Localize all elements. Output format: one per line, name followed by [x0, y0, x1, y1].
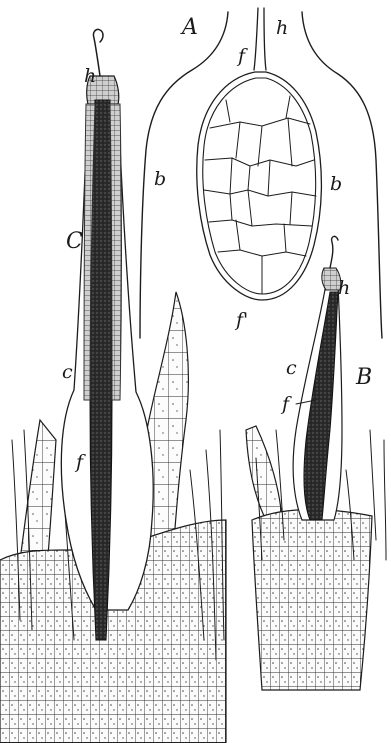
- label-calyptra-c-b: c: [286, 357, 297, 379]
- egg-cell-outer: [197, 72, 322, 300]
- label-calyptra-c: c: [62, 361, 73, 383]
- panel-c-sporophyte: C h c f: [0, 29, 226, 743]
- label-neck-h-a: h: [276, 17, 288, 39]
- panel-b-sporophyte: B h c f: [246, 236, 386, 690]
- label-wall-b-right: b: [330, 173, 342, 195]
- label-neck-h-b: h: [338, 277, 350, 299]
- label-panel-b: B: [355, 365, 372, 390]
- neck-tip-b: [330, 236, 338, 268]
- stem-tissue-b: [252, 510, 372, 690]
- label-egg-f-a: f: [236, 45, 248, 67]
- label-egg-f-prime: f': [234, 309, 248, 331]
- label-panel-c: C: [66, 229, 83, 254]
- label-panel-a: A: [180, 15, 198, 40]
- label-neck-h-c: h: [84, 65, 96, 87]
- neck-canal: [254, 8, 266, 70]
- label-sporophyte-f-b: f: [280, 393, 292, 415]
- egg-cell-inner: [203, 78, 316, 294]
- calyptra-wall-c-right: [110, 104, 122, 400]
- label-wall-b-left: b: [154, 168, 166, 190]
